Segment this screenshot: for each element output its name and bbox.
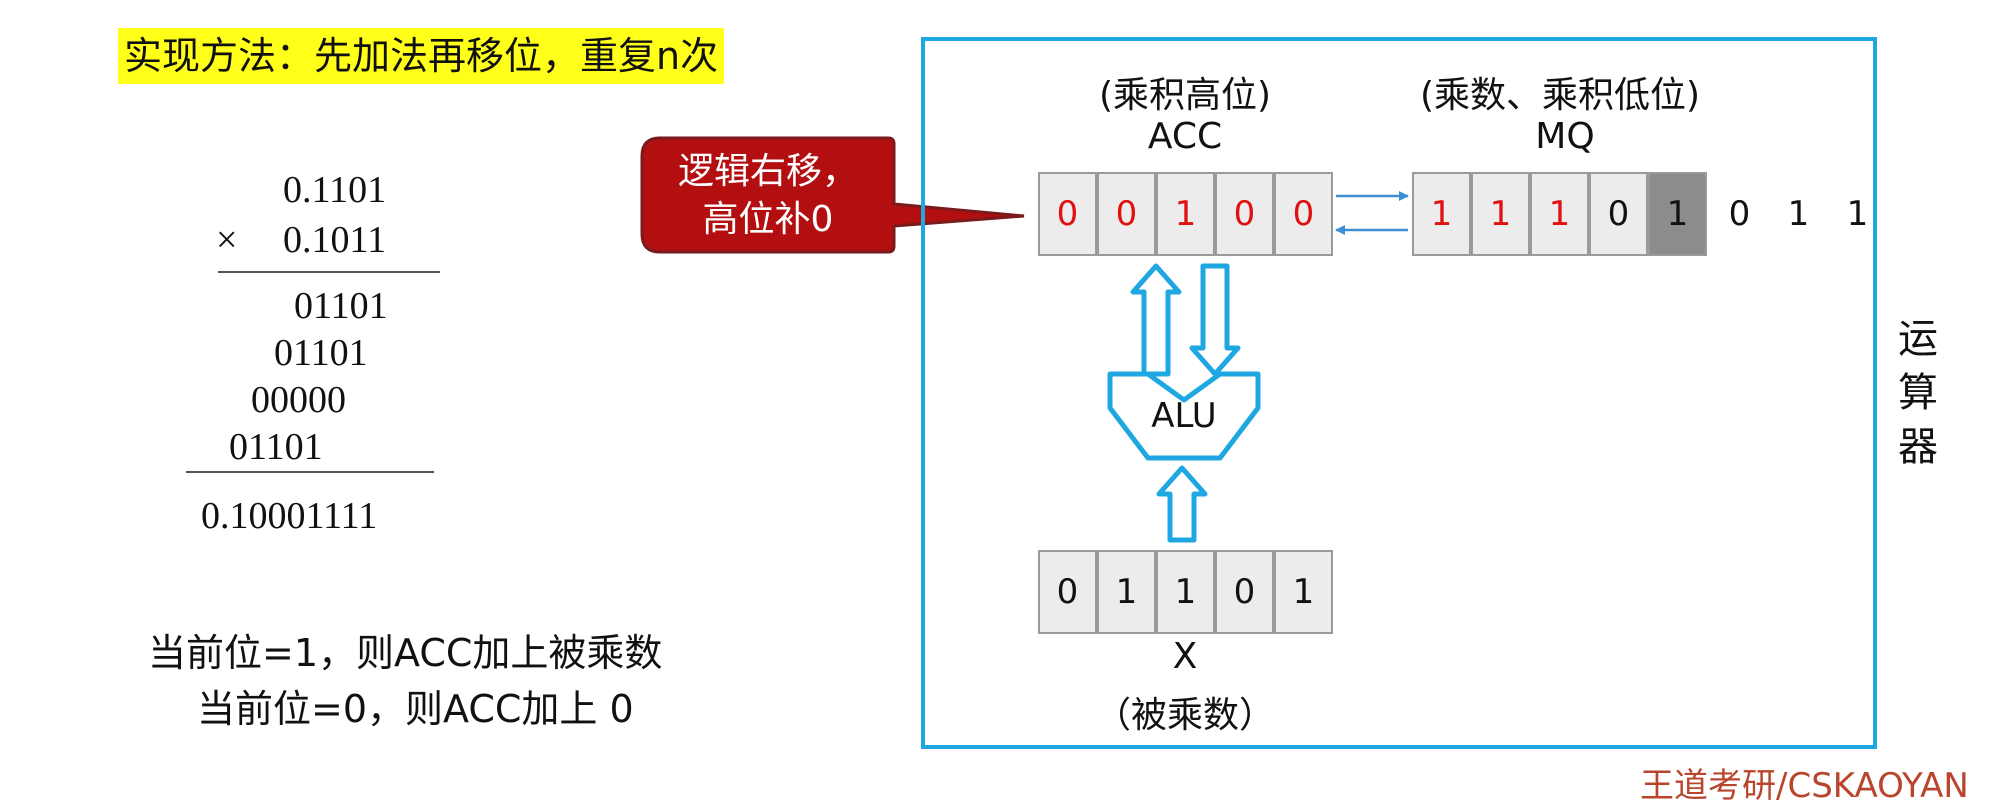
- rule-bit-one: 当前位=1，则ACC加上被乘数: [148, 631, 663, 675]
- mq-bit: 1: [1412, 172, 1471, 256]
- acc-to-alu-arrow: [1189, 263, 1241, 377]
- acc-bit: 0: [1038, 172, 1097, 256]
- times-sign: ×: [216, 219, 238, 261]
- method-header: 实现方法：先加法再移位，重复n次: [118, 28, 725, 84]
- watermark: 王道考研/CSKAOYAN: [1640, 766, 1969, 806]
- side-label-char: 器: [1898, 424, 1938, 470]
- x-caption: （被乘数）: [1094, 695, 1275, 736]
- arithmetic-unit-label: 运 算 器: [1893, 312, 1943, 474]
- callout-bubble: [640, 136, 1025, 254]
- x-bit: 0: [1215, 550, 1274, 634]
- x-register: 0 1 1 0 1: [1038, 550, 1333, 634]
- product-result: 0.10001111: [201, 495, 378, 537]
- acc-bit: 1: [1156, 172, 1215, 256]
- mq-register: 1 1 1 0 1: [1412, 172, 1707, 256]
- mq-current-bit: 1: [1648, 172, 1707, 256]
- rule-top: [218, 271, 440, 273]
- x-bit: 0: [1038, 550, 1097, 634]
- mq-bit: 1: [1471, 172, 1530, 256]
- alu-to-acc-arrow: [1130, 263, 1182, 377]
- x-bit: 1: [1274, 550, 1333, 634]
- mq-name: MQ: [1535, 116, 1595, 157]
- mq-shifted-out-bit: 0: [1728, 194, 1751, 234]
- partial-product-1: 01101: [294, 285, 388, 327]
- multiplicand: 0.1101: [283, 169, 387, 211]
- multiplier: 0.1011: [283, 219, 387, 261]
- acc-name: ACC: [1147, 116, 1223, 157]
- side-label-char: 运: [1898, 316, 1938, 362]
- x-bit: 1: [1097, 550, 1156, 634]
- datapath-graphics: [1107, 191, 1409, 543]
- alu-label: ALU: [1151, 396, 1217, 436]
- rule-bottom: [186, 471, 434, 473]
- callout-text: 逻辑右移， 高位补0: [677, 151, 858, 240]
- mq-bit: 0: [1589, 172, 1648, 256]
- mq-shifted-out-bit: 1: [1846, 194, 1869, 234]
- rule-bit-zero: 当前位=0，则ACC加上 0: [197, 687, 634, 731]
- x-bit: 1: [1156, 550, 1215, 634]
- arithmetic-unit-frame: [921, 37, 1877, 749]
- mq-shifted-out-bit: 1: [1787, 194, 1810, 234]
- acc-caption: (乘积高位): [1098, 75, 1272, 116]
- alu-shape: [1107, 371, 1261, 461]
- acc-bit: 0: [1274, 172, 1333, 256]
- partial-product-4: 01101: [229, 426, 323, 468]
- side-label-char: 算: [1898, 370, 1938, 416]
- partial-product-2: 01101: [274, 332, 368, 374]
- x-to-alu-arrow: [1156, 465, 1208, 543]
- mq-bit: 1: [1530, 172, 1589, 256]
- mq-caption: (乘数、乘积低位): [1419, 75, 1701, 116]
- acc-bit: 0: [1097, 172, 1156, 256]
- partial-product-3: 00000: [251, 379, 346, 421]
- x-name: X: [1172, 636, 1198, 677]
- acc-bit: 0: [1215, 172, 1274, 256]
- acc-register: 0 0 1 0 0: [1038, 172, 1333, 256]
